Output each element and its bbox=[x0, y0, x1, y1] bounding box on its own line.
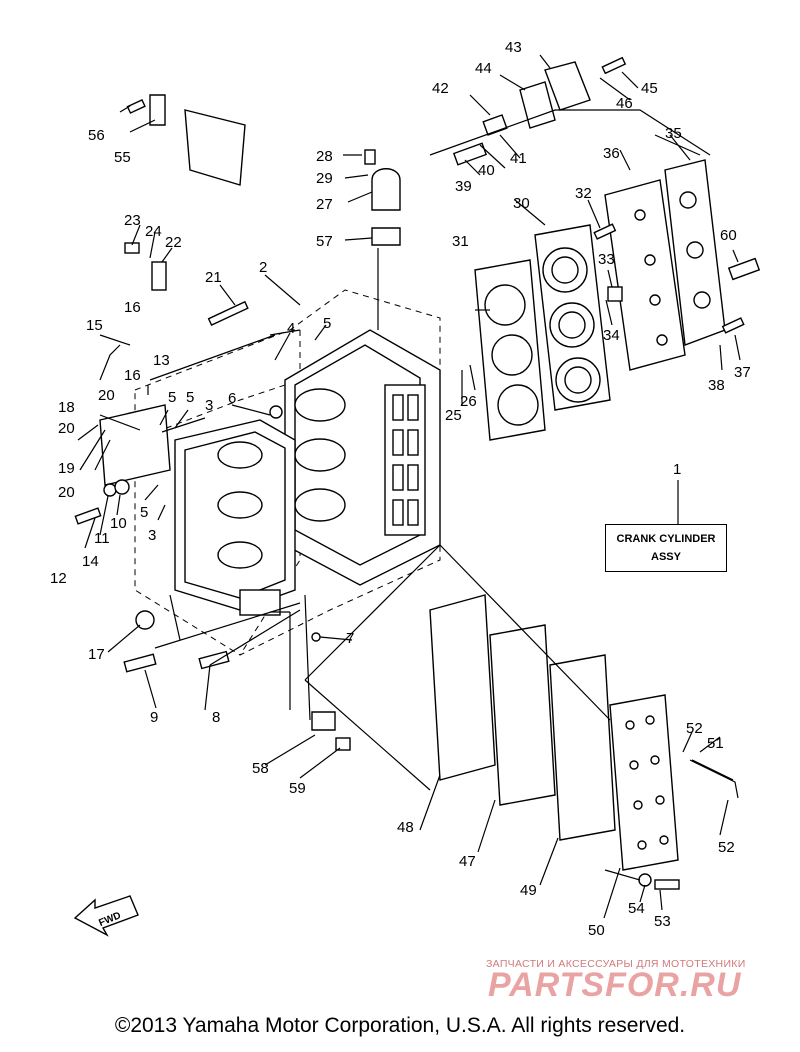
fwd-arrow-icon bbox=[73, 895, 139, 937]
callout-20a: 20 bbox=[98, 387, 115, 404]
callout-43: 43 bbox=[505, 39, 522, 56]
callout-15: 15 bbox=[86, 317, 103, 334]
callout-14: 14 bbox=[82, 553, 99, 570]
callout-35: 35 bbox=[665, 125, 682, 142]
assembly-label-line2: ASSY bbox=[651, 551, 681, 563]
head-gasket bbox=[474, 259, 546, 441]
callout-16a: 16 bbox=[124, 299, 141, 316]
callout-30: 30 bbox=[513, 195, 530, 212]
callout-3b: 3 bbox=[205, 397, 213, 414]
leader-lines bbox=[77, 54, 741, 919]
callout-37: 37 bbox=[734, 364, 751, 381]
callout-7: 7 bbox=[346, 630, 354, 647]
callout-5c: 5 bbox=[186, 389, 194, 406]
callout-32: 32 bbox=[575, 185, 592, 202]
callout-9: 9 bbox=[150, 709, 158, 726]
callout-6: 6 bbox=[228, 390, 236, 407]
callout-28: 28 bbox=[316, 148, 333, 165]
callout-41: 41 bbox=[510, 150, 527, 167]
callout-47: 47 bbox=[459, 853, 476, 870]
callout-3a: 3 bbox=[148, 527, 156, 544]
assembly-label-line1: CRANK CYLINDER bbox=[616, 533, 716, 545]
callout-42: 42 bbox=[432, 80, 449, 97]
callout-58: 58 bbox=[252, 760, 269, 777]
watermark-tagline: ЗАПЧАСТИ И АКСЕССУАРЫ ДЛЯ МОТОТЕХНИКИ bbox=[486, 958, 746, 970]
callout-52b: 52 bbox=[718, 839, 735, 856]
callout-39: 39 bbox=[455, 178, 472, 195]
callout-60: 60 bbox=[720, 227, 737, 244]
callout-57: 57 bbox=[316, 233, 333, 250]
callout-4: 4 bbox=[287, 320, 295, 337]
callout-18: 18 bbox=[58, 399, 75, 416]
fasteners bbox=[74, 56, 745, 890]
callout-59: 59 bbox=[289, 780, 306, 797]
callout-5a: 5 bbox=[323, 315, 331, 332]
callout-56: 56 bbox=[88, 127, 105, 144]
callout-13: 13 bbox=[153, 352, 170, 369]
callout-48: 48 bbox=[397, 819, 414, 836]
callout-45: 45 bbox=[641, 80, 658, 97]
callout-40: 40 bbox=[478, 162, 495, 179]
callout-53: 53 bbox=[654, 913, 671, 930]
crankcase bbox=[174, 419, 296, 616]
callout-24: 24 bbox=[145, 223, 162, 240]
cylinder-head bbox=[534, 224, 611, 411]
callout-38: 38 bbox=[708, 377, 725, 394]
callout-44: 44 bbox=[475, 60, 492, 77]
callout-49: 49 bbox=[520, 882, 537, 899]
callout-5d: 5 bbox=[140, 504, 148, 521]
copyright-notice: ©2013 Yamaha Motor Corporation, U.S.A. A… bbox=[114, 1014, 686, 1037]
callout-20b: 20 bbox=[58, 420, 75, 437]
callout-2: 2 bbox=[259, 259, 267, 276]
callout-8: 8 bbox=[212, 709, 220, 726]
callout-19: 19 bbox=[58, 460, 75, 477]
head-cover-gasket bbox=[604, 179, 686, 371]
callout-5b: 5 bbox=[168, 389, 176, 406]
cylinder-block bbox=[284, 329, 441, 586]
callout-25: 25 bbox=[445, 407, 462, 424]
callout-34: 34 bbox=[603, 327, 620, 344]
callout-36: 36 bbox=[603, 145, 620, 162]
callout-33: 33 bbox=[598, 251, 615, 268]
callout-12: 12 bbox=[50, 570, 67, 587]
callout-10: 10 bbox=[110, 515, 127, 532]
callout-52a: 52 bbox=[686, 720, 703, 737]
callout-50: 50 bbox=[588, 922, 605, 939]
callout-11: 11 bbox=[94, 530, 110, 547]
watermark-logo: PARTSFOR.RU bbox=[488, 966, 742, 1004]
callout-26: 26 bbox=[460, 393, 477, 410]
fwd-label: FWD bbox=[97, 910, 122, 929]
callout-51: 51 bbox=[707, 735, 724, 752]
callout-54: 54 bbox=[628, 900, 645, 917]
exhaust-plates bbox=[429, 594, 679, 871]
assembly-label-box: CRANK CYLINDER ASSY bbox=[605, 524, 727, 572]
callout-17: 17 bbox=[88, 646, 105, 663]
callout-16b: 16 bbox=[124, 367, 141, 384]
callout-46: 46 bbox=[616, 95, 633, 112]
callout-22: 22 bbox=[165, 234, 182, 251]
callout-1: 1 bbox=[673, 461, 681, 478]
callout-21: 21 bbox=[205, 269, 222, 286]
callout-31: 31 bbox=[452, 233, 469, 250]
callout-20c: 20 bbox=[58, 484, 75, 501]
callout-29: 29 bbox=[316, 170, 333, 187]
callout-27: 27 bbox=[316, 196, 333, 213]
callout-23: 23 bbox=[124, 212, 141, 229]
callout-55: 55 bbox=[114, 149, 131, 166]
